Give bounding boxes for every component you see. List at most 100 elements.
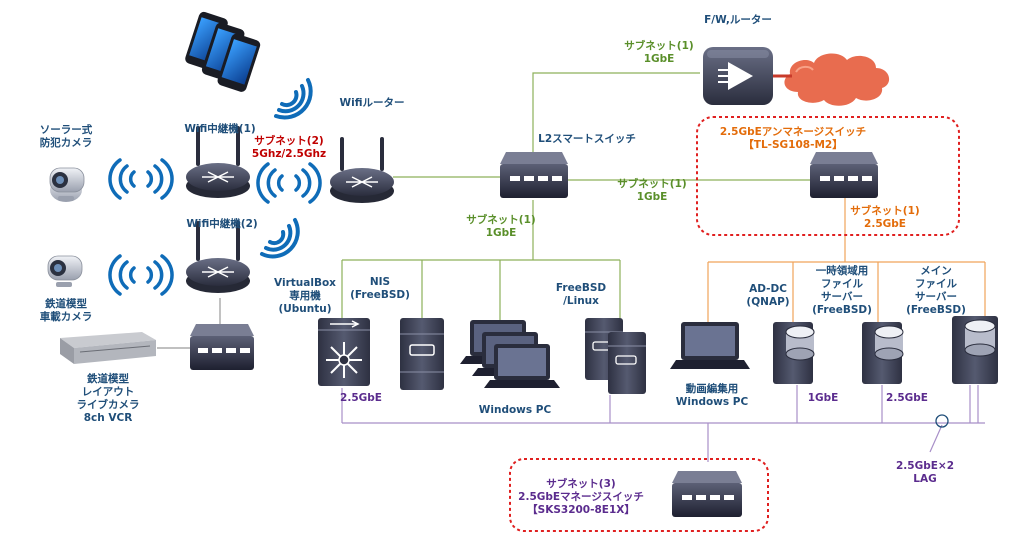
freebsd-linux-servers-icon — [585, 318, 646, 394]
lag-line1: 2.5GbE×2 — [895, 460, 955, 472]
freebsd-linux-line1: FreeBSD — [555, 282, 607, 294]
temp-file-server-line3: サーバー — [821, 291, 863, 303]
video-pc-line1: 動画編集用 — [685, 383, 739, 395]
wifi-waves-train-icon — [108, 254, 174, 296]
vcr-line2: レイアウト — [81, 386, 135, 398]
subnet1-mid-name: サブネット(1) — [617, 178, 687, 190]
subnet1-mid-label: サブネット(1) 1GbE — [617, 178, 686, 204]
fw-router-label: F/W,ルーター — [704, 14, 772, 26]
purple-links — [341, 385, 985, 462]
subnet1-top-label: サブネット(1) 1GbE — [624, 40, 693, 66]
firewall-router-icon — [703, 47, 773, 105]
train-camera-line1: 鉄道模型 — [45, 298, 87, 310]
lag-label: 2.5GbE×2 LAG — [896, 460, 954, 486]
managed-switch-line1: サブネット(3) — [546, 478, 616, 490]
speed-25-left-label: 2.5GbE — [340, 392, 382, 404]
managed-switch-line3: 【SKS3200-8E1X】 — [527, 504, 635, 516]
subnet2-bands: 5Ghz/2.5Ghz — [251, 148, 327, 160]
managed-switch-highlight — [509, 458, 769, 532]
link-l2-to-firewall — [532, 72, 700, 155]
unmanaged-switch-highlight — [696, 116, 960, 236]
temp-file-server-label: 一時領域用 ファイル サーバー (FreeBSD) — [812, 265, 872, 317]
managed-switch-icon — [672, 471, 742, 517]
ad-dc-line1: AD-DC — [749, 283, 787, 295]
ad-dc-line2: (QNAP) — [746, 296, 790, 308]
vcr-switch-icon — [190, 324, 254, 370]
main-file-server-icon — [952, 316, 998, 384]
subnet2-name: サブネット(2) — [254, 135, 324, 147]
vcr-line1: 鉄道模型 — [87, 373, 129, 385]
wifi-waves-top-icon — [274, 78, 313, 120]
unmanaged-switch-model: 【TL-SG108-M2】 — [743, 139, 843, 151]
wifi-relay2-label: Wifi中継機(2) — [186, 218, 258, 230]
video-pc-line2: Windows PC — [675, 396, 749, 408]
subnet1-top-speed: 1GbE — [643, 53, 675, 65]
nis-line1: NIS — [369, 276, 391, 288]
green-links — [341, 72, 810, 330]
vcr-icon — [60, 332, 156, 364]
wifi-router-label: Wifiルーター — [339, 97, 405, 109]
l2-switch-icon — [500, 152, 568, 198]
wifi-relay1-icon — [186, 126, 250, 198]
wifi-relay2-icon — [186, 221, 250, 293]
train-camera-line2: 車載カメラ — [39, 311, 93, 323]
temp-file-server-line2: ファイル — [821, 278, 863, 290]
subnet1-top-name: サブネット(1) — [624, 40, 694, 52]
speed-25-right-label: 2.5GbE — [886, 392, 928, 404]
subnet1-orange-label: サブネット(1) 2.5GbE — [850, 205, 919, 231]
video-pc-label: 動画編集用 Windows PC — [676, 383, 748, 409]
wifi-waves-relay2-icon — [260, 218, 300, 259]
orange-links — [707, 196, 986, 322]
video-editing-pc-icon — [670, 322, 750, 369]
unmanaged-switch-label: 2.5GbEアンマネージスイッチ 【TL-SG108-M2】 — [720, 126, 866, 152]
virtualbox-label: VirtualBox 専用機 (Ubuntu) — [274, 277, 336, 316]
freebsd-linux-label: FreeBSD /Linux — [556, 282, 606, 308]
managed-switch-label: サブネット(3) 2.5GbEマネージスイッチ 【SKS3200-8E1X】 — [518, 478, 644, 517]
virtualbox-host-icon — [318, 318, 370, 386]
main-file-server-line2: ファイル — [915, 278, 957, 290]
lag-lead — [929, 424, 943, 453]
train-camera-label: 鉄道模型 車載カメラ — [40, 298, 93, 324]
solar-camera-icon — [49, 167, 85, 202]
wifi-router-icon — [330, 137, 394, 203]
subnet1-left-speed: 1GbE — [485, 227, 517, 239]
wifi-waves-relay1-icon — [256, 162, 322, 204]
subnet1-left-label: サブネット(1) 1GbE — [466, 214, 535, 240]
unmanaged-switch-icon — [810, 152, 878, 198]
subnet2-label: サブネット(2) 5Ghz/2.5Ghz — [252, 135, 326, 161]
vcr-line3: ライブカメラ — [76, 399, 140, 411]
vcr-line4: 8ch VCR — [83, 412, 133, 424]
subnet1-orange-name: サブネット(1) — [850, 205, 920, 217]
lag-line2: LAG — [913, 473, 937, 485]
unmanaged-switch-name: 2.5GbEアンマネージスイッチ — [719, 126, 867, 138]
managed-switch-line2: 2.5GbEマネージスイッチ — [518, 491, 644, 503]
vcr-label: 鉄道模型 レイアウト ライブカメラ 8ch VCR — [77, 373, 140, 425]
main-file-server-label: メイン ファイル サーバー (FreeBSD) — [906, 265, 966, 317]
nis-label: NIS (FreeBSD) — [350, 276, 410, 302]
temp-file-server-icon — [862, 322, 904, 384]
windows-pc-icon — [460, 320, 560, 388]
train-camera-icon — [47, 255, 83, 287]
virtualbox-line1: VirtualBox — [274, 277, 336, 289]
virtualbox-line2: 専用機 — [289, 290, 321, 302]
speed-1gbe-right-label: 1GbE — [807, 392, 839, 404]
windows-pc-label: Windows PC — [478, 404, 552, 416]
wifi-waves-camera-icon — [108, 158, 174, 200]
ad-dc-server-icon — [773, 322, 815, 384]
main-file-server-line4: (FreeBSD) — [906, 304, 966, 316]
gray-links — [157, 298, 221, 349]
temp-file-server-line1: 一時領域用 — [815, 265, 869, 277]
temp-file-server-line4: (FreeBSD) — [812, 304, 872, 316]
subnet1-orange-speed: 2.5GbE — [864, 218, 906, 230]
internet-cloud-icon — [784, 53, 890, 106]
l2-switch-label: L2スマートスイッチ — [538, 133, 636, 145]
main-file-server-line3: サーバー — [915, 291, 957, 303]
solar-camera-line2: 防犯カメラ — [39, 137, 93, 149]
main-file-server-line1: メイン — [920, 265, 952, 277]
subnet1-left-name: サブネット(1) — [466, 214, 536, 226]
nis-line2: (FreeBSD) — [350, 289, 410, 301]
ad-dc-label: AD-DC (QNAP) — [746, 283, 789, 309]
solar-camera-line1: ソーラー式 — [39, 124, 93, 136]
